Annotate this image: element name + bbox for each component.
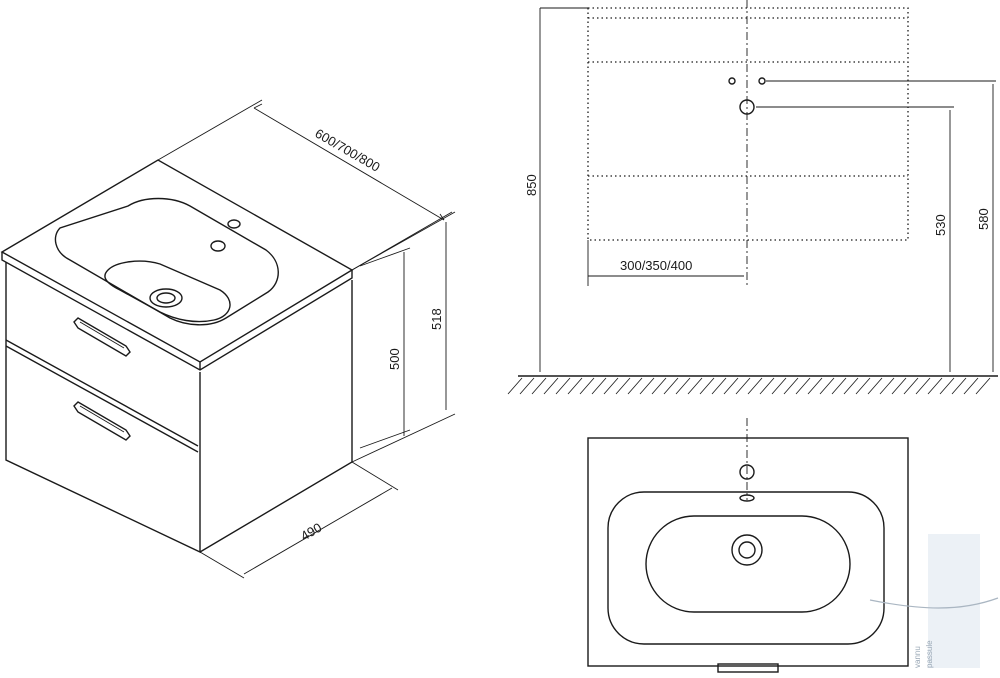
basin-outer bbox=[54, 197, 279, 326]
front-view: 850 580 530 300/350/400 bbox=[507, 0, 998, 395]
drain-hole-icon bbox=[739, 99, 755, 115]
drain-top-icon bbox=[731, 534, 763, 566]
hole-right-icon bbox=[758, 77, 766, 85]
basin-inner bbox=[104, 260, 231, 323]
back-bracket bbox=[717, 663, 779, 673]
isometric-view: 600/700/800 518 500 490 bbox=[0, 99, 456, 579]
body-height-label: 500 bbox=[387, 348, 402, 370]
countertop-edge bbox=[1, 252, 353, 371]
countertop-top-face bbox=[0, 159, 354, 363]
countertop-outline bbox=[587, 437, 909, 667]
overflow-hole-icon bbox=[210, 240, 226, 252]
drain-530-label: 530 bbox=[933, 214, 948, 236]
basin-top-580-label: 580 bbox=[976, 208, 991, 230]
drawer-handle-bottom bbox=[73, 401, 131, 441]
watermark: vannu passule bbox=[869, 534, 999, 668]
tap-hole-icon bbox=[227, 219, 241, 229]
total-height-850-label: 850 bbox=[524, 174, 539, 196]
cabinet-outline bbox=[587, 7, 909, 241]
overflow-top-icon bbox=[739, 494, 755, 502]
hole-left-icon bbox=[728, 77, 736, 85]
cabinet-front bbox=[5, 262, 201, 554]
width-dimension-label: 600/700/800 bbox=[313, 126, 383, 175]
offset-dimension-label: 300/350/400 bbox=[620, 258, 692, 273]
cabinet-side bbox=[199, 280, 353, 553]
top-view bbox=[587, 418, 909, 673]
drawer-divider bbox=[5, 339, 199, 453]
total-height-label: 518 bbox=[429, 308, 444, 330]
bowl-outline bbox=[645, 515, 851, 613]
drain-icon bbox=[149, 288, 183, 308]
tap-hole-top-icon bbox=[739, 464, 755, 480]
watermark-line1: vannu bbox=[913, 646, 922, 668]
floor-hatch bbox=[507, 377, 991, 395]
watermark-line2: passule bbox=[925, 640, 934, 668]
drawer-handle-top bbox=[73, 317, 131, 357]
basin-outline bbox=[607, 491, 885, 645]
